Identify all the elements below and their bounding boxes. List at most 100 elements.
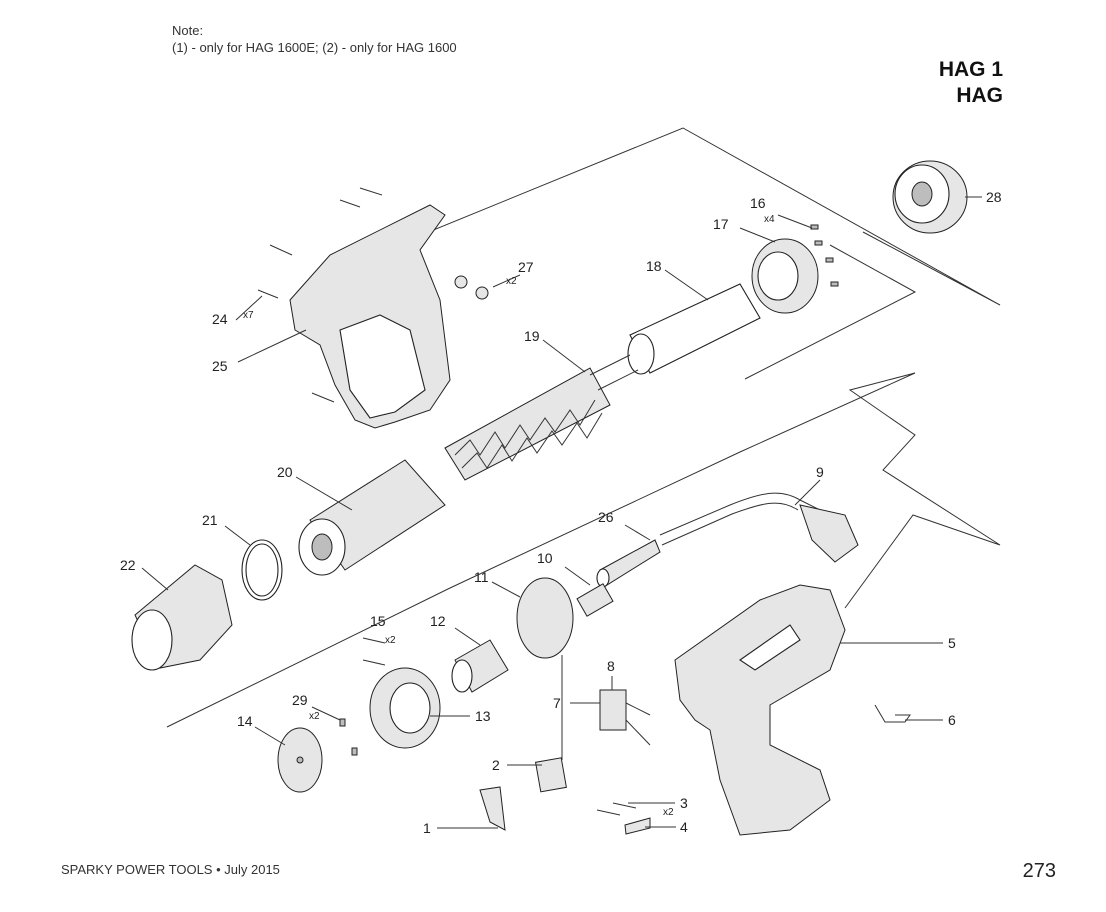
callout-15-label: 15: [370, 613, 386, 629]
callout-3: 3 x2: [628, 795, 688, 818]
callout-3-label: 3: [680, 795, 688, 811]
page-number: 273: [1022, 860, 1056, 882]
part-28-end-cap: [892, 160, 968, 234]
callout-4-label: 4: [680, 819, 688, 835]
callout-14-label: 14: [237, 713, 253, 729]
part-15-screws: [362, 637, 386, 666]
callout-29: 29 x2: [292, 692, 341, 722]
part-10-terminal-block: [576, 583, 614, 617]
model-title-line1: HAG 1: [938, 58, 1003, 81]
part-16-screws: [810, 224, 839, 287]
part-18-tube: [627, 283, 761, 375]
callout-19-label: 19: [524, 328, 540, 344]
note-text: (1) - only for HAG 1600E; (2) - only for…: [172, 40, 457, 55]
part-3-screws: [596, 802, 637, 816]
part-20-inner-tube: [298, 459, 446, 576]
callout-12: 12: [430, 613, 481, 646]
callout-27: 27 x2: [492, 259, 534, 288]
callout-28-label: 28: [986, 189, 1002, 205]
assembly-outline-upper: [359, 127, 1001, 306]
part-26-grommet: [596, 539, 661, 588]
callout-22: 22: [120, 557, 169, 591]
callout-2-label: 2: [492, 757, 500, 773]
callout-27-label: 27: [518, 259, 534, 275]
callout-21-label: 21: [202, 512, 218, 528]
callout-27-qty: x2: [506, 276, 517, 287]
part-12-motor: [451, 639, 509, 693]
part-27-nuts: [454, 275, 489, 300]
callout-20-label: 20: [277, 464, 293, 480]
footer-brand-date: SPARKY POWER TOOLS • July 2015: [61, 862, 280, 877]
callout-4: 4: [645, 819, 688, 835]
callout-7-label: 7: [553, 695, 561, 711]
note-block: Note: (1) - only for HAG 1600E; (2) - on…: [172, 22, 457, 56]
callout-11: 11: [474, 569, 521, 598]
callout-2: 2: [492, 757, 542, 773]
callout-16: 16 x4: [750, 195, 813, 229]
callout-6-label: 6: [948, 712, 956, 728]
part-9-power-cable: [659, 492, 859, 563]
callout-26-label: 26: [598, 509, 614, 525]
part-1-clip: [479, 786, 506, 831]
model-title-line2: HAG: [956, 84, 1003, 107]
callout-5: 5: [840, 635, 956, 651]
callout-25: 25: [212, 329, 307, 374]
callout-8-label: 8: [607, 658, 615, 674]
callout-10: 10: [537, 550, 591, 586]
callout-24-qty: x7: [243, 310, 254, 321]
part-14-fan: [277, 727, 323, 793]
part-13-fan-housing: [369, 667, 441, 749]
callout-24: 24 x7: [212, 295, 263, 327]
callout-1-label: 1: [423, 820, 431, 836]
part-2-slide: [534, 757, 567, 793]
callout-14: 14: [237, 713, 286, 746]
part-22-nozzle: [131, 564, 233, 671]
part-21-ring: [241, 539, 283, 601]
callout-18-label: 18: [646, 258, 662, 274]
part-17-ring: [751, 238, 819, 314]
part-4-bracket: [624, 817, 651, 835]
callout-9-label: 9: [816, 464, 824, 480]
part-6-clip: [874, 704, 911, 723]
part-8-switch: [599, 689, 651, 746]
callout-5-label: 5: [948, 635, 956, 651]
callout-11-label: 11: [474, 569, 489, 585]
callout-24-label: 24: [212, 311, 228, 327]
callout-12-label: 12: [430, 613, 446, 629]
callout-19: 19: [524, 328, 586, 373]
part-24-screws: [257, 187, 383, 403]
callout-29-qty: x2: [309, 711, 320, 722]
callout-16-qty: x4: [764, 214, 775, 225]
callout-20: 20: [277, 464, 353, 511]
callout-10-label: 10: [537, 550, 553, 566]
callout-9: 9: [794, 464, 824, 506]
callout-17-label: 17: [713, 216, 729, 232]
callout-7: 7: [553, 655, 600, 760]
part-29-screws: [339, 718, 358, 756]
part-11-control-board: [516, 577, 574, 659]
callout-29-label: 29: [292, 692, 308, 708]
callout-1: 1: [423, 820, 498, 836]
callout-21: 21: [202, 512, 251, 546]
callout-18: 18: [646, 258, 709, 301]
part-5-housing: [674, 584, 846, 836]
note-title: Note:: [172, 23, 204, 38]
assembly-outline-mid: [744, 244, 917, 380]
part-19-heating-element: [444, 354, 639, 481]
callout-13-label: 13: [475, 708, 491, 724]
callout-26: 26: [598, 509, 651, 541]
callout-28: 28: [965, 189, 1002, 205]
callout-25-label: 25: [212, 358, 228, 374]
callout-22-label: 22: [120, 557, 136, 573]
callout-3-qty: x2: [663, 807, 674, 818]
callout-17: 17: [713, 216, 776, 243]
callout-8: 8: [607, 658, 615, 690]
callout-6: 6: [905, 712, 956, 728]
callout-15: 15 x2: [370, 613, 396, 646]
callout-16-label: 16: [750, 195, 766, 211]
callout-13: 13: [430, 708, 491, 724]
part-25-housing-half: [289, 204, 451, 429]
callout-15-qty: x2: [385, 635, 396, 646]
